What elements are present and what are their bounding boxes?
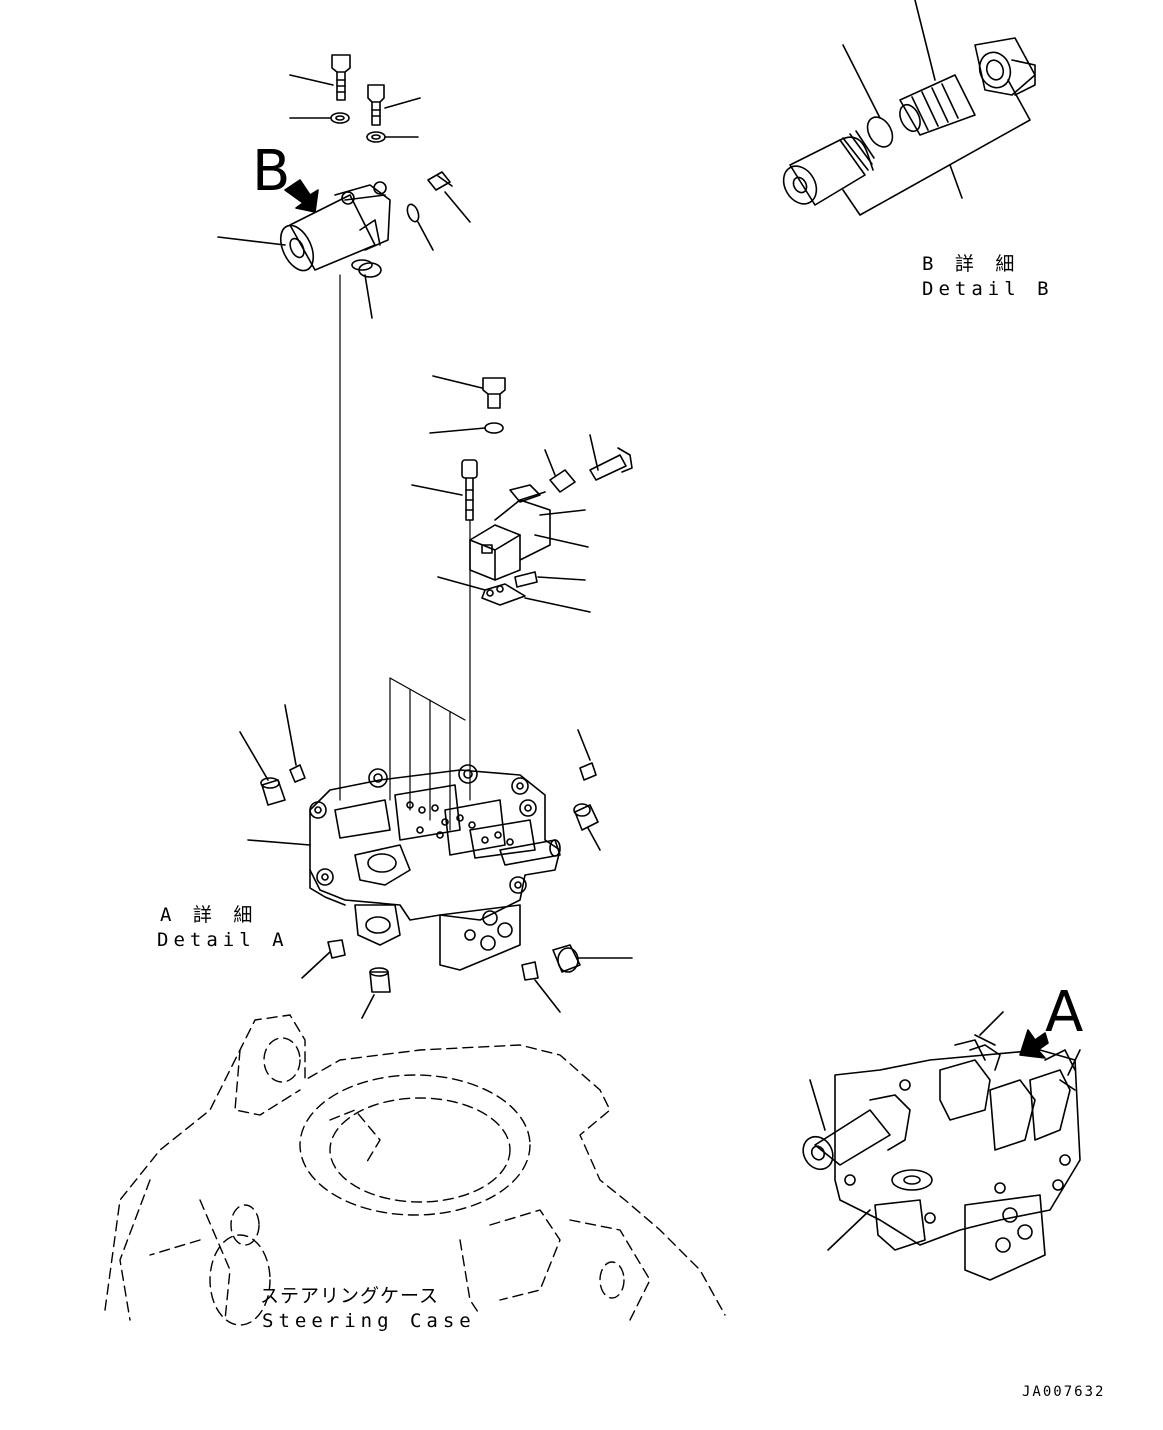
detail-a-en-label: Detail A [157,929,289,951]
solenoid-assembly [218,55,470,800]
steering-case-jp-label: ステアリングケース [260,1285,440,1307]
steering-case-outline [105,1015,725,1325]
pressure-valve-assembly [390,376,632,830]
detail-a-valve-body [240,705,632,1018]
steering-case-en-label: Steering Case [262,1310,476,1332]
detail-b-assembly [777,0,1035,215]
detail-b-en-label: Detail B [922,278,1054,300]
callout-b-letter: B [252,139,291,204]
valve-port-holes [407,802,513,845]
callout-a-letter: A [1045,980,1084,1045]
drawing-number: JA007632 [1022,1384,1106,1400]
detail-a-jp-label: A 詳 細 [160,904,258,926]
detail-b-jp-label: B 詳 細 [922,253,1020,275]
detail-a-iso-view [797,1012,1080,1280]
